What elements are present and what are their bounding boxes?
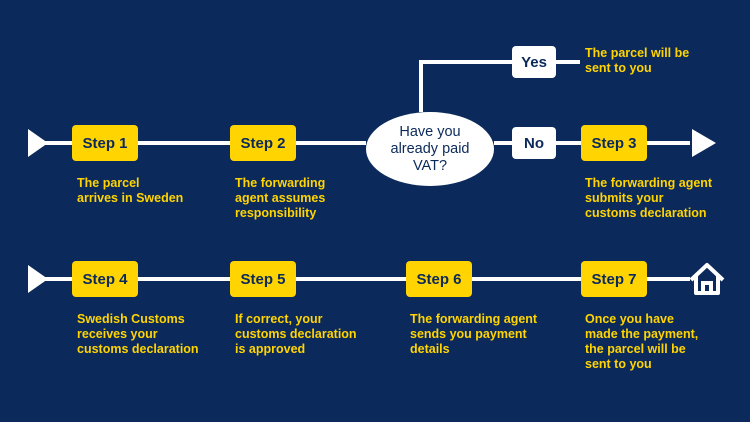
home-icon — [689, 263, 725, 295]
step-2-description: The forwarding agent assumes responsibil… — [235, 176, 326, 220]
yes-outcome-text: The parcel will be sent to you — [585, 46, 690, 75]
step-3-description: The forwarding agent submits your custom… — [585, 176, 713, 220]
step-5-description: If correct, your customs declaration is … — [235, 312, 357, 356]
step-7-box: Step 7 — [581, 261, 647, 297]
step-1-box: Step 1 — [72, 125, 138, 161]
step-5-box: Step 5 — [230, 261, 296, 297]
arrow-head-icon — [692, 129, 716, 157]
play-arrow-icon — [28, 265, 48, 293]
step-6-description: The forwarding agent sends you payment d… — [410, 312, 538, 356]
step-2-box: Step 2 — [230, 125, 296, 161]
no-box: No — [512, 127, 556, 159]
vat-question: Have you already paid VAT? — [366, 112, 494, 186]
step-3-box: Step 3 — [581, 125, 647, 161]
step-4-description: Swedish Customs receives your customs de… — [77, 312, 199, 356]
step-6-box: Step 6 — [406, 261, 472, 297]
step-1-description: The parcel arrives in Sweden — [77, 176, 184, 205]
yes-box: Yes — [512, 46, 556, 78]
yes-branch-line — [419, 60, 512, 112]
step-7-description: Once you have made the payment, the parc… — [585, 312, 699, 371]
play-arrow-icon — [28, 129, 48, 157]
step-4-box: Step 4 — [72, 261, 138, 297]
